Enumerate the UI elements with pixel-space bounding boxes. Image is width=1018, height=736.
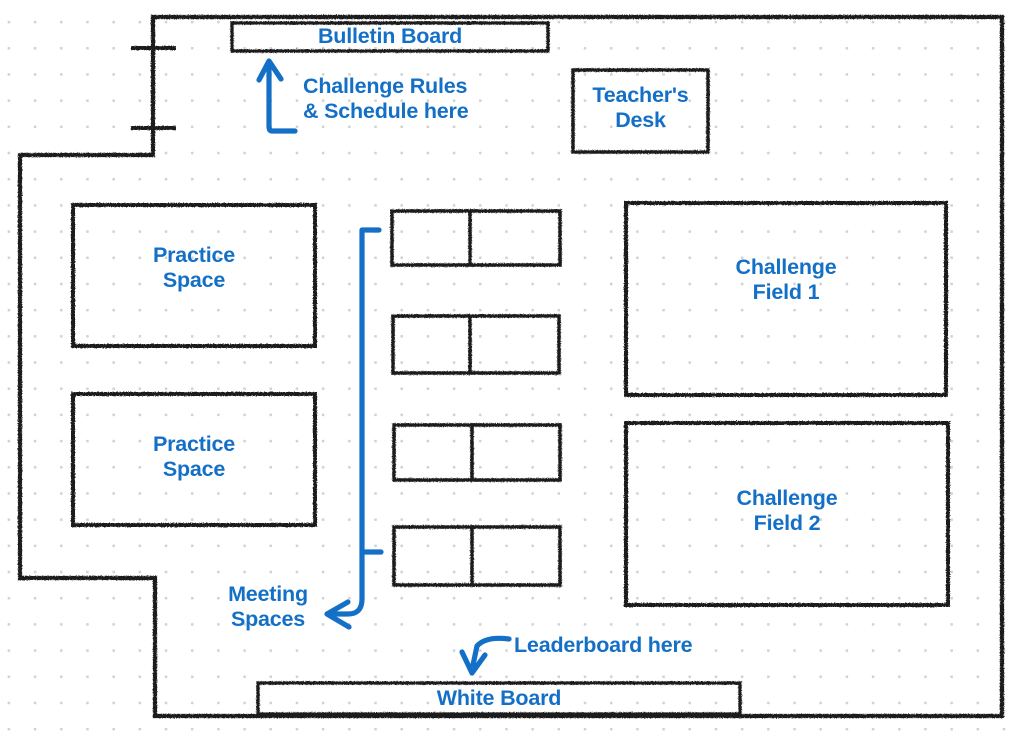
meeting-table-pair-3-region[interactable] — [394, 425, 560, 480]
challenge-field-1-label: Challenge Field 1 — [735, 255, 837, 305]
meeting-table-pair-4-region[interactable] — [394, 527, 560, 585]
practice-space-2-region[interactable] — [73, 394, 315, 525]
challenge-rules-arrow — [266, 63, 298, 134]
leaderboard-annotation: Leaderboard here — [514, 633, 693, 657]
meeting-table-pair-1-region[interactable] — [392, 211, 560, 265]
meeting-table-pair-2-region[interactable] — [393, 316, 559, 373]
practice-space-1-region[interactable] — [73, 205, 315, 346]
challenge-field-2-label: Challenge Field 2 — [736, 486, 838, 536]
bulletin-board-label: Bulletin Board — [317, 24, 463, 48]
practice-space-1-label: Practice Space — [152, 243, 236, 293]
challenge-rules-annotation: Challenge Rules & Schedule here — [303, 74, 469, 124]
practice-space-2-label: Practice Space — [152, 432, 236, 482]
meeting-spaces-bracket — [359, 227, 382, 602]
leaderboard-arrowhead — [459, 649, 488, 676]
white-board-region[interactable] — [258, 683, 740, 714]
challenge-field-2-region[interactable] — [626, 423, 948, 605]
challenge-rules-arrowhead — [256, 58, 284, 83]
bulletin-board-region[interactable] — [232, 23, 548, 51]
challenge-field-1-region[interactable] — [626, 203, 946, 395]
leaderboard-arrow — [470, 635, 512, 668]
teachers-desk-region[interactable] — [573, 70, 708, 152]
meeting-spaces-annotation: Meeting Spaces — [228, 582, 308, 632]
teachers-desk-label: Teacher's Desk — [592, 83, 689, 133]
white-board-label: White Board — [436, 686, 562, 710]
